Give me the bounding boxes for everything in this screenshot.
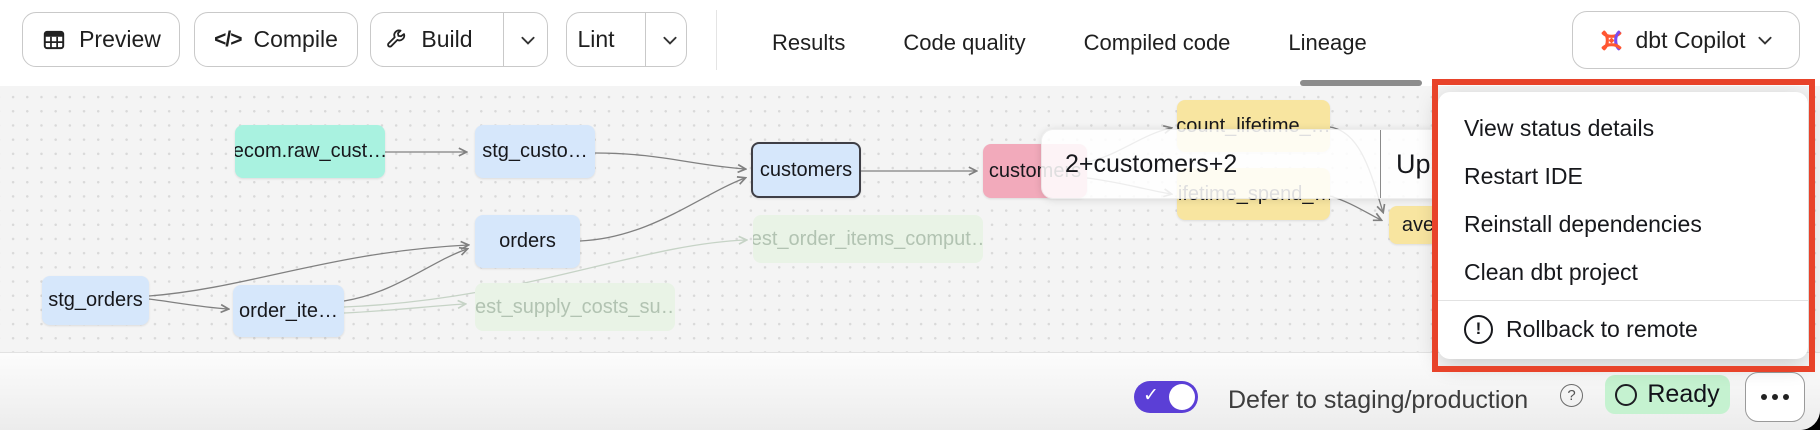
status-badge-label: Ready [1647,380,1720,408]
lineage-edge [579,178,745,242]
lint-button-label: Lint [577,26,615,52]
lint-split-button: Lint [566,12,687,67]
selector-bar-divider [1380,130,1381,198]
dot-icon [1783,394,1789,400]
tab-compiled-code[interactable]: Compiled code [1083,30,1231,55]
menu-item-view-status-details[interactable]: View status details [1464,114,1655,141]
lineage-node-orders[interactable]: orders [475,215,580,268]
active-tab-indicator [1300,80,1422,86]
lineage-node-stg_orders[interactable]: stg_orders [42,276,149,325]
warning-circle-icon: ! [1464,314,1493,344]
preview-button-label: Preview [79,26,161,52]
lineage-node-ecomraw_cust[interactable]: ecom.raw_cust… [235,125,385,178]
tab-lineage[interactable]: Lineage [1288,30,1367,55]
wrench-icon [387,29,406,48]
status-badge[interactable]: Ready [1605,375,1730,414]
menu-item-restart-ide[interactable]: Restart IDE [1464,162,1583,189]
dbt-copilot-button[interactable]: dbt Copilot [1572,11,1800,69]
table-icon [43,30,65,49]
rollback-label: Rollback to remote [1506,315,1698,342]
menu-divider [1438,300,1808,301]
preview-button[interactable]: Preview [22,12,180,67]
lineage-node-customers[interactable]: customers [751,142,861,198]
build-button-label: Build [421,26,473,52]
status-circle-icon [1615,383,1638,406]
lineage-edge [343,249,467,302]
status-bar: ✓ Defer to staging/production ? Ready [0,352,1820,430]
lint-dropdown-button[interactable] [644,13,694,66]
menu-item-reinstall-dependencies[interactable]: Reinstall dependencies [1464,210,1702,237]
build-split-button: Build [370,12,548,67]
lineage-edge [343,304,465,314]
lineage-node-test_order_items_comput[interactable]: test_order_items_comput… [753,215,983,263]
dbt-logo-icon [1601,30,1621,50]
header-divider [716,10,717,70]
tab-results[interactable]: Results [772,30,846,55]
lineage-edge [1329,195,1381,220]
ide-options-menu: View status details Restart IDE Reinstal… [1438,92,1808,359]
lineage-selector-bar: 2+customers+2 Up [1041,129,1443,199]
lineage-edge [343,240,746,308]
menu-item-clean-dbt-project[interactable]: Clean dbt project [1464,258,1638,285]
code-icon: </> [214,27,242,51]
toolbar: Preview </> Compile Build Lint [0,0,1820,86]
lineage-node-order_ite[interactable]: order_ite… [233,285,344,337]
check-icon: ✓ [1143,385,1159,406]
chevron-down-icon [662,36,677,45]
update-graph-button[interactable]: Up [1396,148,1431,179]
result-tabs: Results Code quality Compiled code Lineage [772,0,1367,86]
lineage-edge [148,298,228,309]
tab-code-quality[interactable]: Code quality [903,30,1026,55]
chevron-down-icon [520,36,535,45]
dot-icon [1761,394,1767,400]
lineage-selector-value[interactable]: 2+customers+2 [1065,149,1238,178]
compile-button[interactable]: </> Compile [194,12,358,67]
compile-button-label: Compile [253,26,338,52]
lint-button[interactable]: Lint [559,13,632,66]
lineage-node-stg_custo[interactable]: stg_custo… [475,125,595,178]
help-icon[interactable]: ? [1560,384,1583,407]
defer-label: Defer to staging/production [1228,386,1529,414]
toggle-knob [1169,384,1195,410]
lineage-node-test_supply_costs_su[interactable]: test_supply_costs_su… [475,283,675,331]
dot-icon [1772,394,1778,400]
build-button[interactable]: Build [366,13,490,66]
more-options-button[interactable] [1745,372,1805,422]
lineage-edge [148,245,468,297]
menu-item-rollback-to-remote[interactable]: ! Rollback to remote [1438,305,1808,353]
lineage-edge [594,152,745,169]
copilot-button-label: dbt Copilot [1635,26,1746,53]
chevron-down-icon [1758,36,1773,45]
defer-toggle[interactable]: ✓ [1134,381,1198,413]
build-dropdown-button[interactable] [502,13,552,66]
